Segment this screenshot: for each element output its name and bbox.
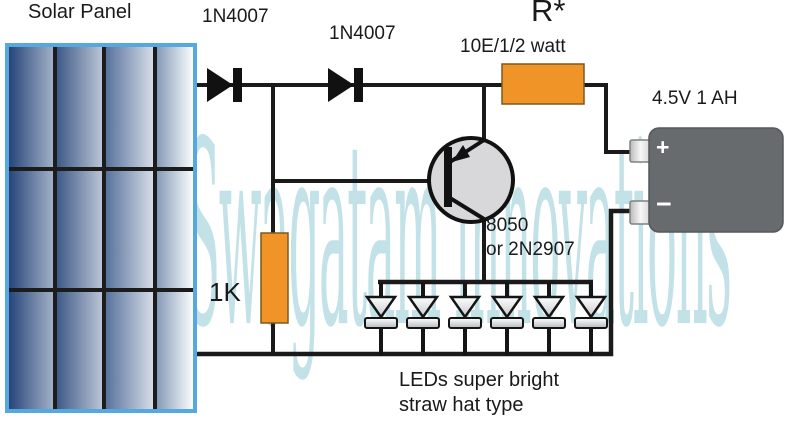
diode-1-label: 1N4007 — [202, 6, 269, 27]
wire-bottom-return — [197, 208, 634, 357]
solar-cell-column — [105, 47, 156, 409]
led-cathode-bar — [448, 317, 482, 329]
transistor-arrow — [452, 145, 470, 162]
led-symbol — [574, 282, 608, 356]
resistor-r-star-value: 10E/1/2 watt — [460, 36, 566, 57]
diode-cathode-bar — [354, 68, 363, 102]
panel-grid-line — [153, 47, 157, 409]
led-caption-line1: LEDs super bright — [399, 369, 560, 391]
wire-top-rail — [197, 83, 634, 154]
resistor-1k-label: 1K — [209, 277, 241, 307]
battery-minus-terminal — [629, 200, 652, 225]
led-anode-triangle — [364, 295, 398, 320]
diode-2-symbol — [328, 68, 363, 102]
led-cathode-bar — [532, 317, 566, 329]
solar-cell-column — [156, 47, 193, 409]
panel-grid-line — [9, 167, 193, 171]
diode-cathode-bar — [233, 68, 242, 102]
panel-grid-line — [9, 288, 193, 292]
led-cathode-bar — [490, 317, 524, 329]
diode-anode-triangle — [207, 68, 233, 102]
battery-body — [648, 127, 784, 233]
led-cathode-bar — [574, 317, 608, 329]
transistor-base-bar — [444, 147, 452, 207]
battery-label: 4.5V 1 AH — [652, 88, 738, 109]
led-anode-triangle — [532, 295, 566, 320]
led-symbol — [532, 282, 566, 356]
solar-cell-column — [56, 47, 105, 409]
led-caption-line2: straw hat type — [399, 394, 524, 416]
led-anode-triangle — [448, 295, 482, 320]
resistor-r-star-body — [501, 63, 585, 105]
led-symbol — [490, 282, 524, 356]
resistor-r-star-name: R* — [531, 0, 566, 28]
led-symbol — [406, 282, 440, 356]
battery-minus-sign: − — [656, 189, 672, 219]
solar-panel — [5, 43, 197, 413]
battery-plus-terminal — [629, 139, 652, 163]
panel-grid-line — [53, 47, 57, 409]
led-anode-triangle — [406, 295, 440, 320]
battery-plus-sign: + — [656, 134, 670, 160]
transistor-collector-line — [448, 196, 486, 221]
diode-anode-triangle — [328, 68, 354, 102]
led-array — [364, 282, 608, 356]
led-anode-triangle — [490, 295, 524, 320]
resistor-1k-body — [260, 232, 289, 324]
diode-1-symbol — [207, 68, 242, 102]
led-cathode-bar — [406, 317, 440, 329]
panel-grid-line — [102, 47, 106, 409]
transistor-symbol — [427, 136, 515, 224]
transistor-alt-label: or 2N2907 — [486, 239, 575, 260]
led-anode-triangle — [574, 295, 608, 320]
diode-2-label: 1N4007 — [329, 23, 396, 44]
transistor-part-label: 8050 — [486, 215, 529, 236]
led-cathode-bar — [364, 317, 398, 329]
battery-symbol — [629, 127, 784, 233]
solar-cell-column — [9, 47, 56, 409]
solar-panel-cells — [9, 47, 193, 409]
solar-panel-label: Solar Panel — [28, 1, 132, 23]
led-symbol — [364, 282, 398, 356]
led-symbol — [448, 282, 482, 356]
